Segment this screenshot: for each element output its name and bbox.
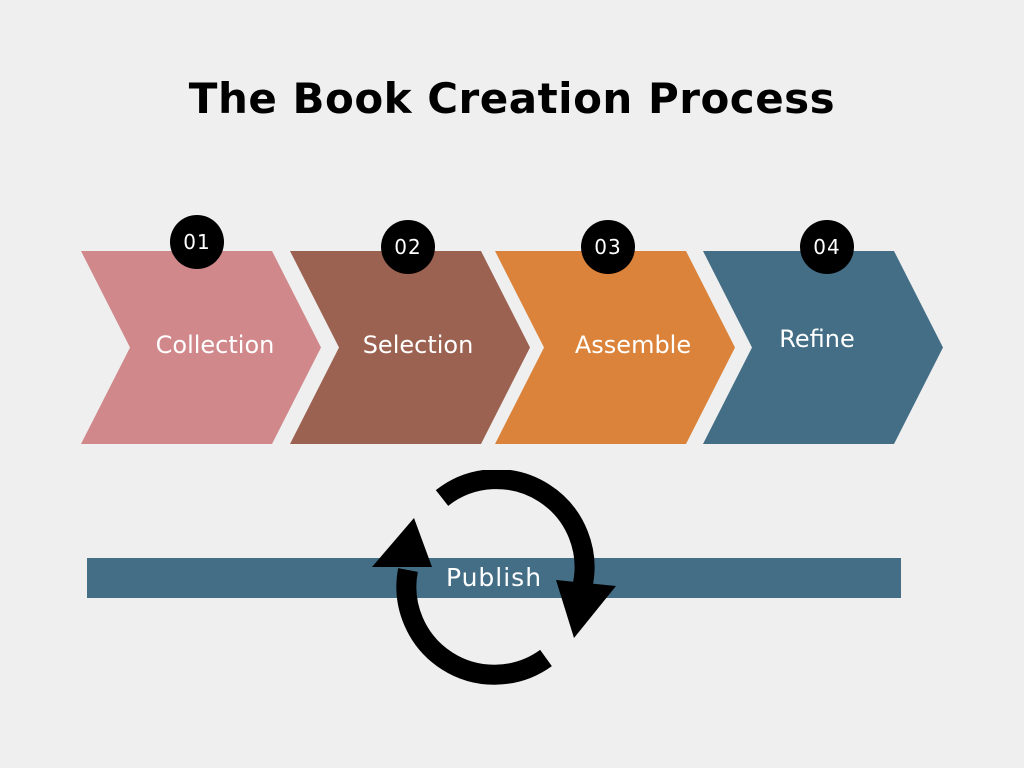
publish-bar	[87, 558, 901, 598]
step-label: Collection	[155, 331, 275, 359]
chevron-shape	[290, 251, 530, 444]
step-label: Refine	[779, 325, 855, 353]
chevron-shape	[703, 251, 943, 444]
step-selection: Selection	[290, 251, 530, 444]
step-number-badge: 01	[170, 215, 224, 269]
step-label: Selection	[362, 331, 474, 359]
cycle-arrows-icon	[372, 470, 616, 685]
step-assemble: Assemble	[495, 251, 735, 444]
chevron-shape	[81, 251, 321, 444]
chevron-shape	[495, 251, 735, 444]
step-number-badge: 03	[581, 220, 635, 274]
step-number-badge: 04	[800, 220, 854, 274]
step-refine: Refine	[703, 251, 943, 444]
step-label: Assemble	[574, 331, 692, 359]
step-collection: Collection	[81, 251, 321, 444]
step-number-badge: 02	[381, 220, 435, 274]
page-title: The Book Creation Process	[188, 74, 836, 123]
publish-label: Publish	[445, 563, 543, 592]
